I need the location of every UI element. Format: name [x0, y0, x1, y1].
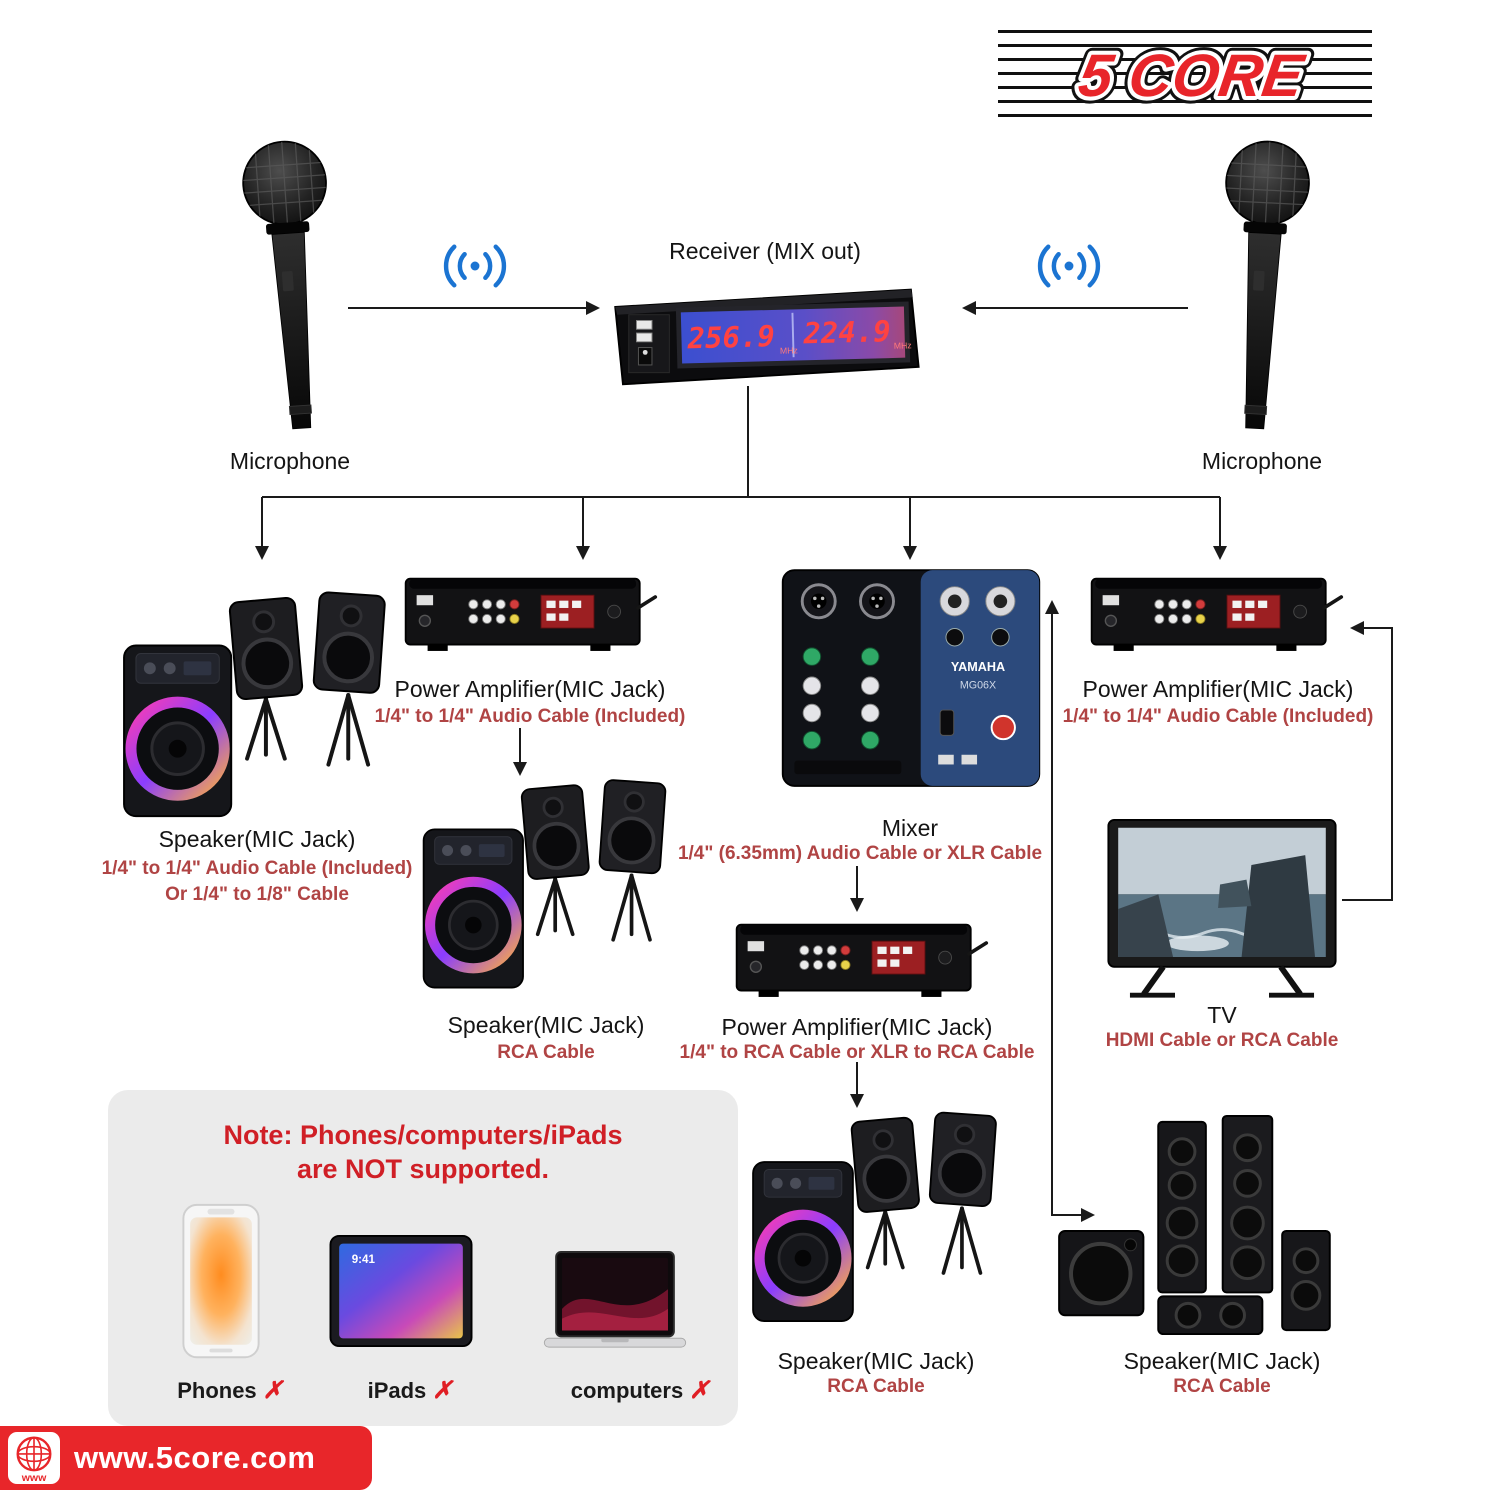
ipads-label: iPads✗	[340, 1376, 480, 1405]
svg-text:5 CORE: 5 CORE	[1075, 41, 1310, 109]
phones-x-mark: ✗	[262, 1377, 283, 1404]
phone-image	[180, 1202, 262, 1364]
phones-label: Phones✗	[150, 1376, 310, 1405]
power-amplifier-b-image	[733, 912, 989, 1006]
computers-label-text: computers	[570, 1378, 684, 1403]
ipads-x-mark: ✗	[432, 1377, 453, 1404]
mixer-cable-note: 1/4" (6.35mm) Audio Cable or XLR Cable	[677, 843, 1043, 864]
tv-title: TV	[1207, 1002, 1237, 1028]
power-amplifier-a-cable-note: 1/4" to 1/4" Audio Cable (Included)	[374, 706, 686, 727]
note-title-line-1: Note: Phones/computers/iPads	[223, 1120, 623, 1150]
microphone-right-image	[1200, 133, 1324, 444]
speaker-a-cable-note-2: Or 1/4" to 1/8" Cable	[165, 884, 349, 905]
globe-icon-box	[8, 1432, 60, 1484]
wireless-signal-left-icon	[438, 242, 512, 290]
footer-banner	[0, 1426, 372, 1490]
microphone-left-label: Microphone	[229, 448, 351, 474]
computers-x-mark: ✗	[689, 1377, 710, 1404]
tv-image	[1103, 816, 1341, 1004]
wireless-signal-right-icon	[1032, 242, 1106, 290]
power-amplifier-c-image	[1088, 566, 1344, 660]
power-amplifier-a-title: Power Amplifier(MIC Jack)	[394, 676, 666, 702]
speaker-c-cable-note: RCA Cable	[827, 1376, 925, 1397]
power-amplifier-b-title: Power Amplifier(MIC Jack)	[721, 1014, 993, 1040]
speaker-c-image	[742, 1108, 1010, 1340]
speaker-b-cable-note: RCA Cable	[497, 1042, 595, 1063]
footer-url: www.5core.com	[74, 1440, 316, 1475]
speaker-c-title: Speaker(MIC Jack)	[777, 1348, 975, 1374]
speaker-a-title: Speaker(MIC Jack)	[158, 826, 356, 852]
speaker-d-cable-note: RCA Cable	[1173, 1376, 1271, 1397]
speaker-a-cable-note-1: 1/4" to 1/4" Audio Cable (Included)	[101, 858, 413, 879]
brand-logo: 5 CORE 5 CORE 5 CORE	[998, 26, 1372, 122]
mixer-title: Mixer	[881, 815, 939, 841]
power-amplifier-c-title: Power Amplifier(MIC Jack)	[1082, 676, 1354, 702]
computers-label: computers✗	[540, 1376, 740, 1405]
speaker-d-title: Speaker(MIC Jack)	[1123, 1348, 1321, 1374]
receiver-label: Receiver (MIX out)	[669, 238, 861, 264]
ipads-label-text: iPads	[367, 1378, 427, 1403]
ipad-image	[328, 1234, 474, 1348]
tv-cable-note: HDMI Cable or RCA Cable	[1105, 1030, 1339, 1051]
speaker-b-title: Speaker(MIC Jack)	[447, 1012, 645, 1038]
globe-icon	[8, 1432, 60, 1484]
brand-logo-text: 5 CORE 5 CORE 5 CORE	[1068, 34, 1317, 116]
power-amplifier-a-image	[402, 566, 658, 660]
speaker-d-image	[1038, 1112, 1338, 1342]
phones-label-text: Phones	[177, 1378, 257, 1403]
microphone-right-label: Microphone	[1201, 448, 1323, 474]
mixer-image	[775, 562, 1047, 795]
svg-text:5 CORE: 5 CORE	[1075, 41, 1310, 109]
power-amplifier-b-cable-note: 1/4" to RCA Cable or XLR to RCA Cable	[679, 1042, 1035, 1063]
microphone-left-image	[227, 133, 356, 446]
laptop-image	[540, 1250, 690, 1354]
svg-text:5 CORE: 5 CORE	[1075, 41, 1310, 109]
note-title-line-2: are NOT supported.	[296, 1154, 550, 1184]
power-amplifier-c-cable-note: 1/4" to 1/4" Audio Cable (Included)	[1062, 706, 1374, 727]
receiver-image	[605, 278, 925, 392]
